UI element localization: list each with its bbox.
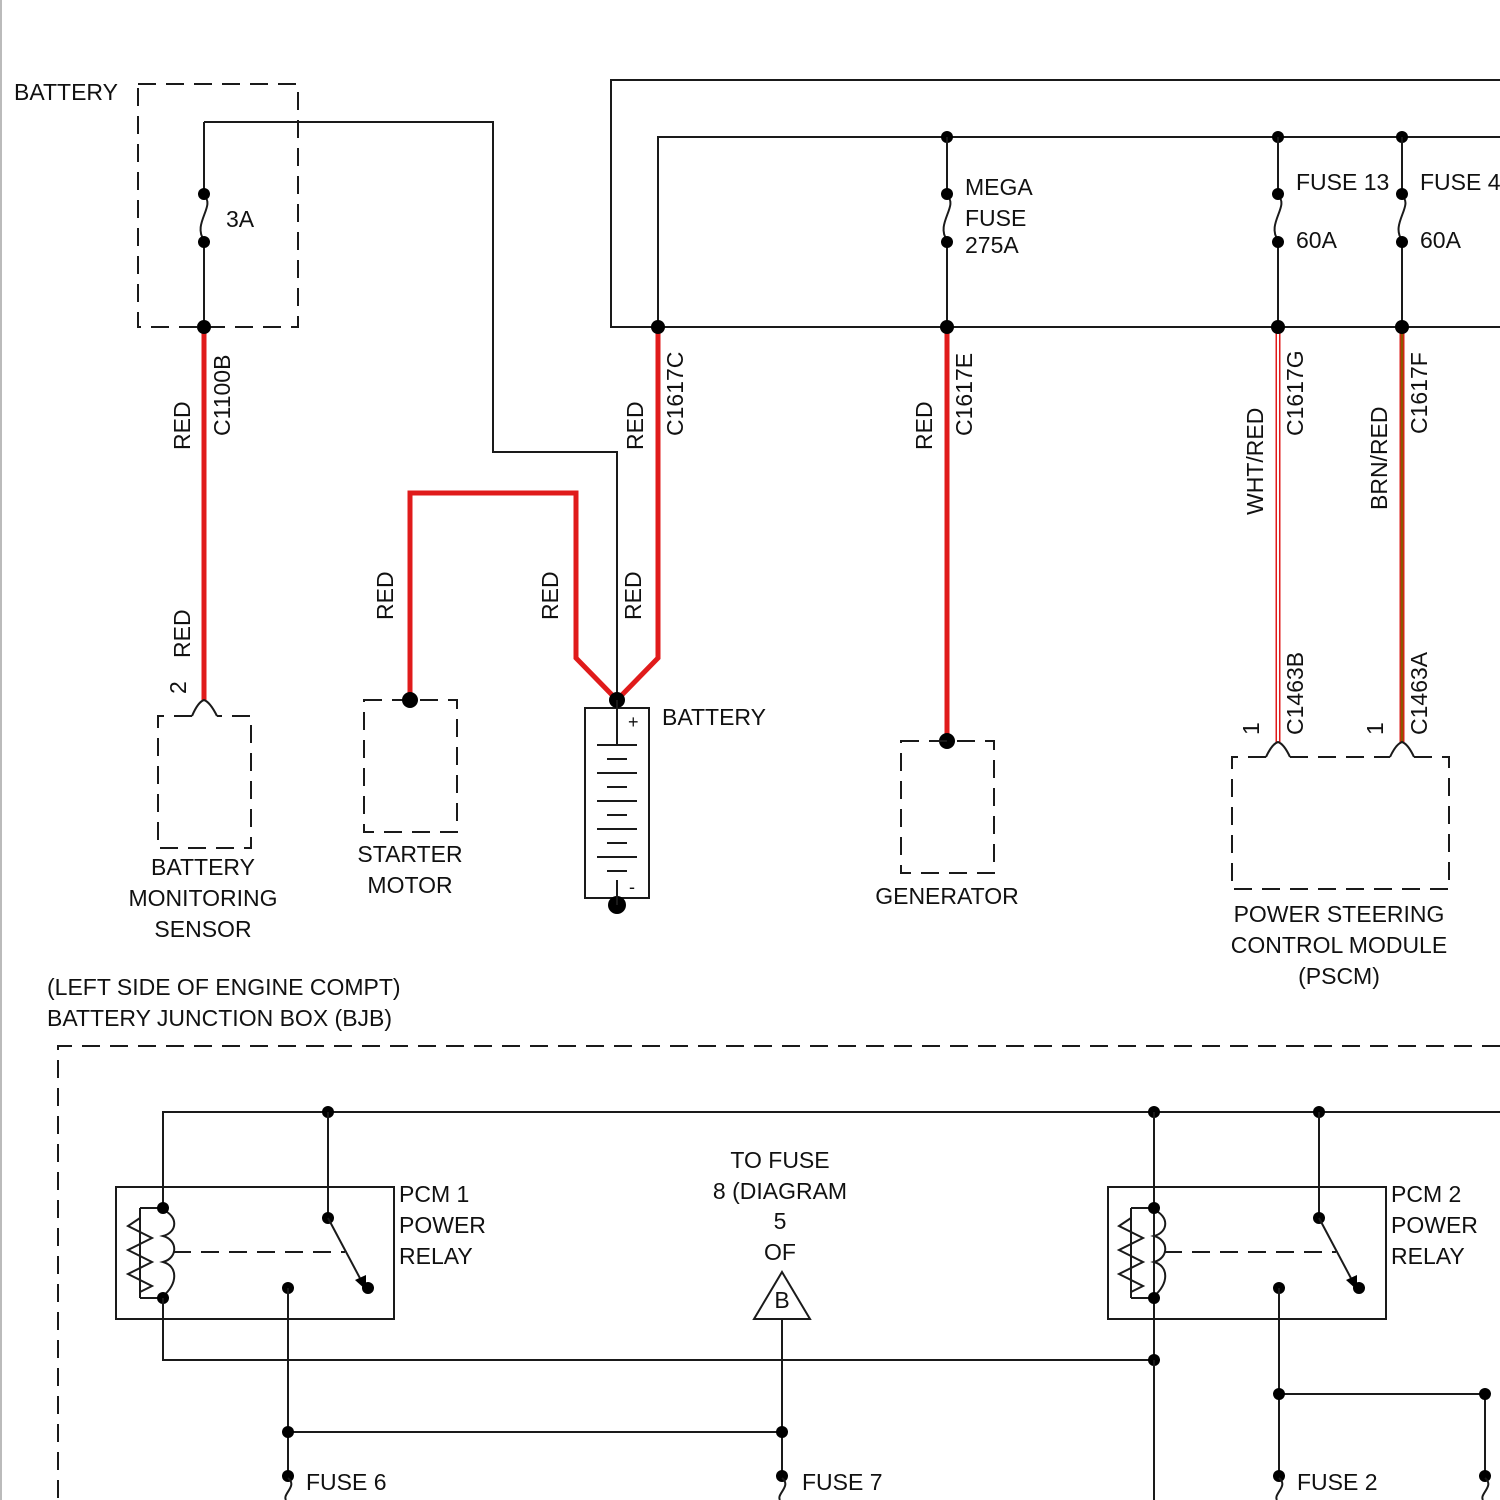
wire-c1617g-color: WHT/RED bbox=[1242, 408, 1268, 515]
mega-fuse-label-1: MEGA bbox=[965, 174, 1033, 200]
connector-c1463b: C1463B bbox=[1282, 652, 1308, 735]
fuse-6-label: FUSE 6 bbox=[306, 1469, 387, 1495]
bms-label-1: BATTERY bbox=[151, 854, 255, 880]
wire-c1617g: WHT/RED C1617G C1463B 1 bbox=[1238, 320, 1308, 742]
wire-c1617f: BRN/RED C1617F C1463A 1 bbox=[1362, 320, 1432, 742]
battery-plus-sign: + bbox=[628, 712, 639, 732]
bjb-title: BATTERY JUNCTION BOX (BJB) bbox=[47, 1005, 392, 1031]
starter-motor: STARTER MOTOR bbox=[357, 692, 462, 898]
bjb-box-outline bbox=[611, 80, 1500, 327]
pcm2-label-3: RELAY bbox=[1391, 1243, 1465, 1269]
to-fuse-note-4: OF bbox=[764, 1239, 796, 1265]
wire-c1100b: RED C1100B RED 2 bbox=[165, 320, 235, 700]
sensor-pin-number: 2 bbox=[165, 681, 191, 694]
mega-fuse-icon bbox=[941, 137, 953, 327]
battery-box-outline bbox=[138, 84, 298, 327]
to-fuse-note-3: 5 bbox=[774, 1208, 787, 1234]
bms-label-3: SENSOR bbox=[154, 916, 251, 942]
connector-c1617f: C1617F bbox=[1406, 352, 1432, 434]
fuse-13-name: FUSE 13 bbox=[1296, 169, 1389, 195]
to-fuse-note-2: 8 (DIAGRAM bbox=[713, 1178, 847, 1204]
bjb-location: (LEFT SIDE OF ENGINE COMPT) bbox=[47, 974, 401, 1000]
pscm-label-3: (PSCM) bbox=[1298, 963, 1380, 989]
connector-c1463a: C1463A bbox=[1406, 651, 1432, 735]
pscm: POWER STEERING CONTROL MODULE (PSCM) bbox=[1231, 742, 1449, 989]
pscm-label-2: CONTROL MODULE bbox=[1231, 932, 1447, 958]
mega-fuse-label-3: 275A bbox=[965, 232, 1019, 258]
to-fuse-note-1: TO FUSE bbox=[730, 1147, 829, 1173]
connector-b-label: B bbox=[774, 1287, 789, 1313]
starter-wire-color: RED bbox=[372, 571, 398, 620]
fuse-13-rating: 60A bbox=[1296, 227, 1338, 253]
fuse-6-icon bbox=[282, 1470, 294, 1500]
wire-c1617e-color: RED bbox=[911, 401, 937, 450]
busbar-wire bbox=[658, 137, 1500, 327]
connector-c1617c: C1617C bbox=[662, 352, 688, 436]
pscm-label-1: POWER STEERING bbox=[1234, 901, 1445, 927]
battery-fuse-box: BATTERY 3A bbox=[14, 79, 617, 700]
fuse-7-icon bbox=[776, 1470, 788, 1500]
pcm2-label-1: PCM 2 bbox=[1391, 1181, 1461, 1207]
fuse-3a-icon bbox=[198, 122, 210, 327]
fuse-4-name: FUSE 4 bbox=[1420, 169, 1500, 195]
fuse-2-icon bbox=[1273, 1470, 1285, 1500]
wire-c1100b-color: RED bbox=[169, 401, 195, 450]
mega-fuse-label-2: FUSE bbox=[965, 205, 1026, 231]
battery-label: BATTERY bbox=[662, 704, 766, 730]
fuse-4-icon bbox=[1396, 137, 1408, 327]
starter-label-2: MOTOR bbox=[367, 872, 452, 898]
fuse-4-rating: 60A bbox=[1420, 227, 1462, 253]
connector-c1617g: C1617G bbox=[1282, 350, 1308, 436]
battery-box-label: BATTERY bbox=[14, 79, 118, 105]
starter-label-1: STARTER bbox=[357, 841, 462, 867]
fuse-2-label: FUSE 2 bbox=[1297, 1469, 1378, 1495]
wire-c1617e: RED C1617E bbox=[911, 320, 977, 749]
pscm-pin-a: 1 bbox=[1362, 722, 1388, 735]
pcm1-label-3: RELAY bbox=[399, 1243, 473, 1269]
sensor-wire-color: RED bbox=[169, 609, 195, 658]
pcm1-label-2: POWER bbox=[399, 1212, 486, 1238]
battery-monitoring-sensor: BATTERY MONITORING SENSOR bbox=[128, 700, 277, 942]
battery-minus-sign: - bbox=[629, 877, 635, 897]
battery-wire-color: RED bbox=[620, 571, 646, 620]
pcm2-relay: PCM 2 POWER RELAY bbox=[1108, 1112, 1478, 1360]
starter-wire-color-2: RED bbox=[537, 571, 563, 620]
pcm1-label-1: PCM 1 bbox=[399, 1181, 469, 1207]
fuse-7-label: FUSE 7 bbox=[802, 1469, 883, 1495]
pcm2-label-2: POWER bbox=[1391, 1212, 1478, 1238]
fuse-13-icon bbox=[1272, 137, 1284, 327]
fuse-3a-rating: 3A bbox=[226, 206, 255, 232]
wire-starter: RED RED bbox=[372, 493, 617, 700]
bjb-bottom: (LEFT SIDE OF ENGINE COMPT) BATTERY JUNC… bbox=[47, 974, 1500, 1500]
generator-label: GENERATOR bbox=[875, 883, 1019, 909]
wire-c1617c-color: RED bbox=[622, 401, 648, 450]
fuse-partial-icon bbox=[1479, 1470, 1491, 1500]
pcm1-relay: PCM 1 POWER RELAY bbox=[116, 1112, 486, 1319]
wire-c1617c: RED C1617C RED bbox=[617, 320, 688, 700]
battery-icon: + - BATTERY bbox=[585, 692, 766, 914]
bms-label-2: MONITORING bbox=[128, 885, 277, 911]
connector-c1100b: C1100B bbox=[209, 355, 235, 436]
wire-c1617f-color: BRN/RED bbox=[1366, 406, 1392, 510]
generator: GENERATOR bbox=[875, 741, 1019, 909]
connector-c1617e: C1617E bbox=[951, 353, 977, 436]
bjb-busbar: MEGA FUSE 275A FUSE 13 60A FUSE 4 60A bbox=[611, 80, 1500, 327]
pscm-pin-b: 1 bbox=[1238, 722, 1264, 735]
